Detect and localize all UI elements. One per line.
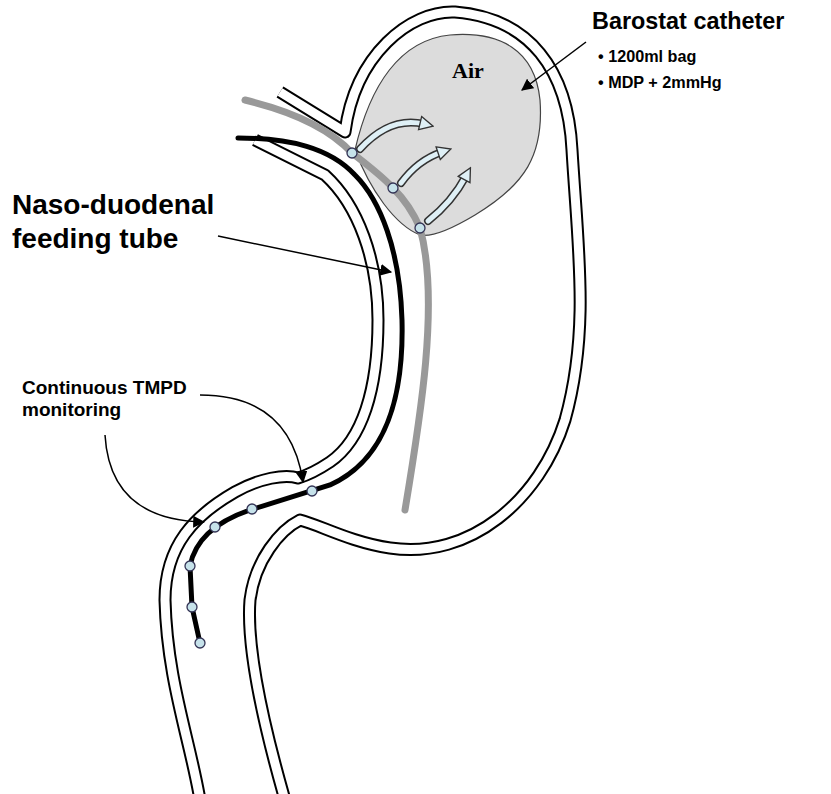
device-label: Barostat catheter: [592, 8, 828, 35]
stomach-wall-inner: [165, 140, 378, 794]
pressure-sensors: [185, 486, 317, 648]
leader-line: [522, 42, 586, 90]
air-flow-arrows: [360, 122, 466, 221]
feeding-tube: [190, 138, 402, 643]
barostat-catheter: [245, 100, 428, 510]
bag-content-label: Air: [452, 58, 484, 84]
measurement-label: Continuous TMPD monitoring: [22, 377, 207, 421]
leader-line: [105, 435, 204, 522]
spec-bullet: • MDP + 2mmHg: [598, 73, 828, 92]
bag-shape: [355, 34, 541, 235]
barostat-bag: Air: [340, 25, 550, 240]
leader-line: [218, 236, 391, 272]
spec-bullet: • 1200ml bag: [598, 47, 828, 66]
leader-lines: [105, 42, 586, 522]
stomach-wall-inner: [249, 12, 580, 794]
bag-outline: [340, 25, 550, 240]
device-label: Naso-duodenal feeding tube: [12, 188, 237, 255]
leader-line: [200, 395, 303, 482]
stomach-wall: [165, 140, 378, 794]
stomach-wall: [249, 12, 580, 794]
catheter-holes: [347, 148, 425, 233]
